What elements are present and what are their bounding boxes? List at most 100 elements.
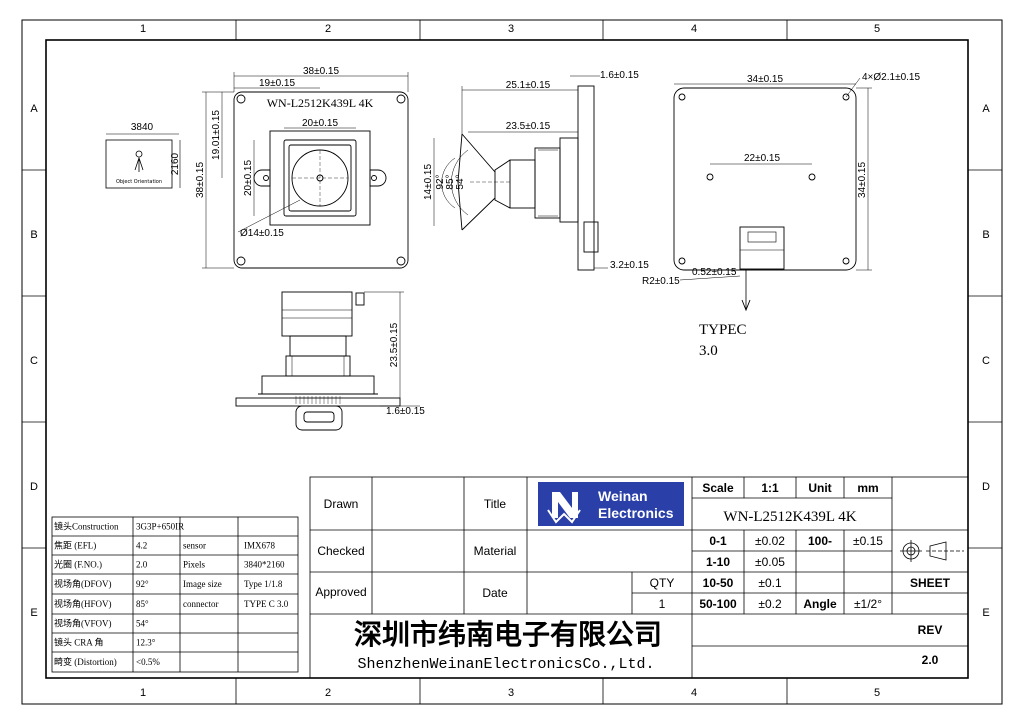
spec-label: 畸变 (Distortion) [54,656,117,667]
spec-label: 镜头 CRA 角 [54,637,104,648]
spec-label: 视场角(HFOV) [54,598,112,609]
side-view [433,75,608,271]
tol-range2: Angle [803,597,837,611]
spec-label2: connector [183,599,218,609]
zone-col-3-top: 3 [508,23,514,35]
tol-value: ±0.2 [758,597,782,611]
logo-text-line1: Weinan [598,488,648,504]
spec-value: 54° [136,619,149,629]
front-width-half: 19±0.15 [259,78,296,89]
object-orientation: 3840 Object Orientation 2160 [105,122,181,189]
tol-range: 10-50 [703,576,734,590]
side-length-total: 25.1±0.15 [506,80,551,91]
tol-value: ±0.02 [755,534,785,548]
approved-label: Approved [315,585,366,599]
side-fov-v: 54° [455,174,466,189]
bottom-height: 23.5±0.15 [389,322,400,367]
logo-text-line2: Electronics [598,505,674,521]
front-height-half: 19.01±0.15 [211,110,222,160]
zone-row-b-left: B [30,229,37,241]
front-inner-height: 20±0.15 [243,160,254,197]
tol-value: ±0.1 [758,576,782,590]
zone-row-e-right: E [982,607,989,619]
zone-row-d-left: D [30,481,38,493]
back-typec-label: TYPEC [699,322,747,338]
zone-col-4-bottom: 4 [691,687,697,699]
side-board-thickness: 1.6±0.15 [600,70,639,81]
person-icon [135,150,143,158]
zone-row-a-left: A [30,103,38,115]
spec-label2: Image size [183,579,222,589]
zone-col-1-bottom: 1 [140,687,146,699]
front-inner-width: 20±0.15 [302,118,339,129]
tol-range: 50-100 [699,597,737,611]
tol-value2: ±1/2° [854,597,882,611]
zone-ticks [22,20,1002,704]
sheet-label: SHEET [910,576,951,590]
zone-row-d-right: D [982,481,990,493]
scale-value: 1:1 [761,481,779,495]
drawn-label: Drawn [324,497,359,511]
spec-value: <0.5% [136,657,160,667]
front-view [202,72,409,269]
side-length-lens: 23.5±0.15 [506,121,551,132]
zone-col-3-bottom: 3 [508,687,514,699]
zone-row-a-right: A [982,103,990,115]
weinan-logo-icon [547,492,581,524]
tol-range2: 100- [808,534,832,548]
rev-label: REV [918,623,943,637]
title-label: Title [484,497,507,511]
checked-label: Checked [317,544,364,558]
orientation-width: 3840 [131,122,154,133]
zone-col-2-bottom: 2 [325,687,331,699]
spec-label2: Pixels [183,560,206,570]
date-label: Date [482,586,508,600]
model-name: WN-L2512K439L 4K [723,509,856,525]
spec-value: 12.3° [136,638,156,648]
side-fov-d: 92° [435,174,446,189]
zone-col-2-top: 2 [325,23,331,35]
spec-value: 2.0 [136,560,148,570]
spec-table [51,516,299,673]
unit-value: mm [857,481,878,495]
front-width-total: 38±0.15 [303,66,340,77]
outer-frame [21,19,1003,705]
spec-label: 视场角(DFOV) [54,578,112,589]
spec-label2: sensor [183,541,206,551]
back-typec-version: 3.0 [699,343,718,359]
tol-range: 0-1 [709,534,727,548]
back-width: 34±0.15 [747,74,784,85]
zone-col-5-top: 5 [874,23,880,35]
zone-row-c-right: C [982,355,990,367]
qty-value: 1 [659,597,666,611]
unit-label: Unit [808,481,831,495]
qty-label: QTY [650,576,675,590]
material-label: Material [474,544,517,558]
spec-value: 3G3P+650IR [136,522,184,532]
front-lens-diameter: Ø14±0.15 [240,228,284,239]
spec-label: 光圈 (F.NO.) [54,559,102,570]
back-view [673,77,872,312]
zone-col-5-bottom: 5 [874,687,880,699]
side-fov-h: 85° [445,174,456,189]
spec-value: 85° [136,599,149,609]
spec-value2: Type 1/1.8 [244,579,283,589]
company-name-en: ShenzhenWeinanElectronicsCo.,Ltd. [357,656,654,673]
spec-label: 焦距 (EFL) [54,540,96,551]
weinan-logo: Weinan Electronics [538,482,684,526]
orientation-height: 2160 [170,152,181,175]
back-height: 34±0.15 [857,162,868,199]
rev-value: 2.0 [922,653,939,667]
zone-row-b-right: B [982,229,989,241]
front-height-total: 38±0.15 [195,162,206,199]
front-model-label: WN-L2512K439L 4K [267,96,374,110]
scale-label: Scale [702,481,734,495]
spec-value2: IMX678 [244,541,275,551]
zone-col-1-top: 1 [140,23,146,35]
spec-value: 4.2 [136,541,147,551]
spec-value: 92° [136,579,149,589]
back-holes: 4×Ø2.1±0.15 [862,72,920,83]
